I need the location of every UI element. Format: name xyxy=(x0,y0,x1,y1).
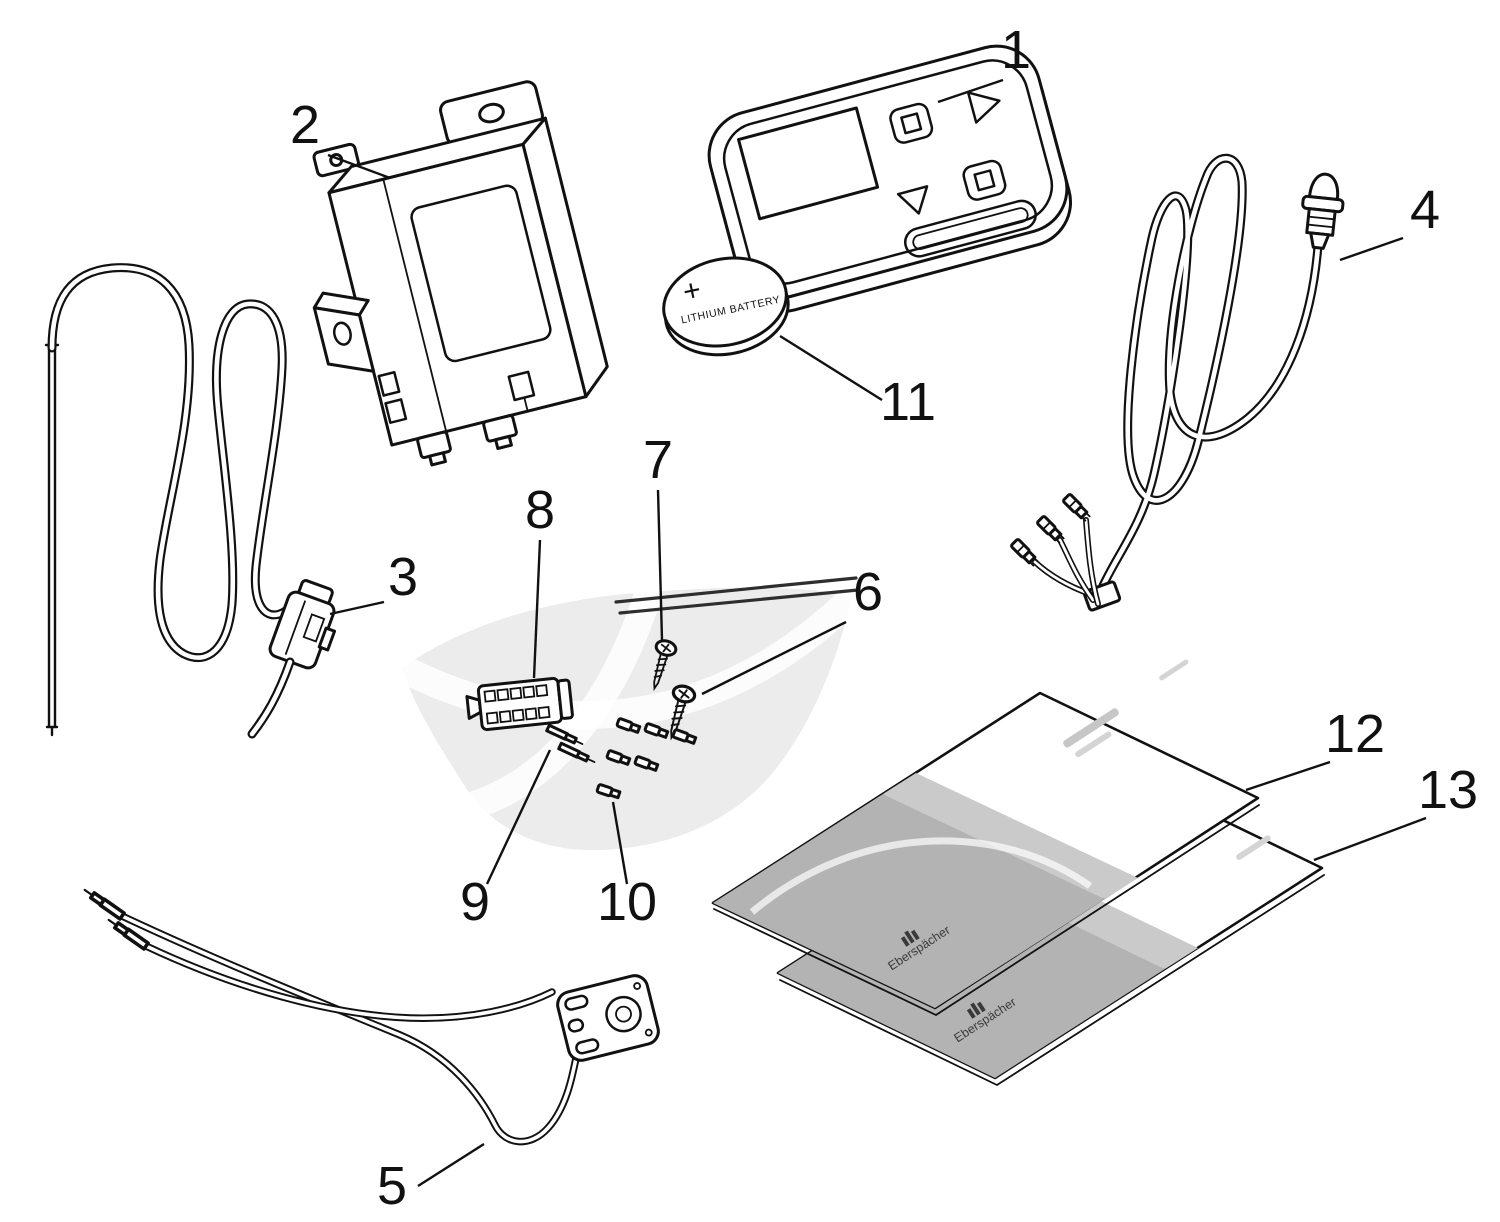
remote-display xyxy=(737,106,880,221)
module-bracket-hole xyxy=(332,321,352,346)
leader-11 xyxy=(779,334,883,402)
remote-grip-slot xyxy=(904,199,1037,258)
switch-cable-pin-1 xyxy=(80,885,126,921)
part-number-5: 5 xyxy=(377,1156,407,1216)
module-bracket-front xyxy=(312,306,375,373)
leader-6 xyxy=(701,620,847,696)
leader-12 xyxy=(1245,760,1331,792)
part-3-temperature-sensor xyxy=(44,268,337,737)
leader-3 xyxy=(329,600,385,616)
manual-2-page-edges xyxy=(779,874,1325,1087)
remote-button-square-2-glyph xyxy=(973,169,996,192)
connector-pin-grid xyxy=(483,684,551,725)
module-relay-detail-2 xyxy=(384,398,408,424)
bag-crease-2 xyxy=(458,580,662,820)
leader-5 xyxy=(417,1142,485,1188)
part-number-12: 12 xyxy=(1325,704,1385,764)
part-number-13: 13 xyxy=(1418,760,1478,820)
sensor-connector xyxy=(268,579,337,670)
module-foot-1 xyxy=(428,451,447,467)
part-11-lithium-battery: + LITHIUM BATTERY xyxy=(662,256,790,357)
bag-seal-line-1 xyxy=(614,576,858,604)
battery-face xyxy=(662,256,788,348)
remote-grip-slot-inner xyxy=(912,207,1029,250)
leader-4 xyxy=(1339,236,1404,262)
leader-7 xyxy=(656,489,664,641)
part-number-11: 11 xyxy=(880,372,936,432)
leader-2 xyxy=(327,153,391,180)
part-5-switch-cable xyxy=(80,885,660,1142)
remote-button-square-2 xyxy=(962,159,1007,201)
lamp-bulb xyxy=(1301,172,1345,250)
part-number-4: 4 xyxy=(1410,180,1440,240)
part-4-indicator-lamp xyxy=(1009,158,1345,612)
manual-1-gray-panel xyxy=(713,794,1105,1008)
remote-body xyxy=(707,44,1069,300)
manual-1-title-lines xyxy=(1063,659,1189,758)
part-number-8: 8 xyxy=(525,480,555,540)
leader-1 xyxy=(937,78,1004,104)
remote-button-square-1-glyph xyxy=(900,112,923,135)
manual-1-page-edges xyxy=(713,804,1260,1017)
leader-8 xyxy=(532,539,542,679)
module-connector-pin xyxy=(523,396,529,412)
leader-lines xyxy=(327,78,1427,1188)
part-1-remote-control xyxy=(707,44,1073,313)
part-number-7: 7 xyxy=(643,430,673,490)
module-flange-hole xyxy=(478,102,505,124)
bag-seal-line-2 xyxy=(618,588,860,615)
manual-1-swoosh xyxy=(749,837,1093,915)
leader-13 xyxy=(1313,816,1427,862)
leader-9 xyxy=(485,749,552,885)
part-number-9: 9 xyxy=(460,872,490,932)
part-number-6: 6 xyxy=(853,562,883,622)
switch-housing xyxy=(556,974,660,1062)
module-relay-detail-1 xyxy=(377,371,401,397)
sensor-probe xyxy=(44,343,60,737)
manual-1-gray-band xyxy=(883,773,1138,899)
remote-button-triangle-down xyxy=(896,185,929,215)
part-number-2: 2 xyxy=(290,95,320,155)
module-front-divider xyxy=(382,178,448,433)
part-number-labels: 1 2 3 4 5 6 7 8 9 10 11 12 13 xyxy=(290,20,1478,1216)
remote-button-square-1 xyxy=(889,102,934,144)
part-number-10: 10 xyxy=(597,872,657,932)
part-2-receiver-module xyxy=(312,80,609,467)
remote-button-triangle-right xyxy=(966,91,1001,124)
switch-cable-wire-1 xyxy=(122,916,576,1142)
part-number-1: 1 xyxy=(1001,20,1031,80)
part-8-connector-housing xyxy=(465,676,574,732)
manual-2-title-lines xyxy=(1236,835,1271,860)
part-number-3: 3 xyxy=(388,547,418,607)
connector-end-cap xyxy=(556,678,574,720)
part-12-manual-1: Eberspächer xyxy=(711,659,1260,1017)
leader-10 xyxy=(611,801,629,885)
module-label-panel xyxy=(410,184,552,363)
module-foot-2 xyxy=(494,434,513,450)
